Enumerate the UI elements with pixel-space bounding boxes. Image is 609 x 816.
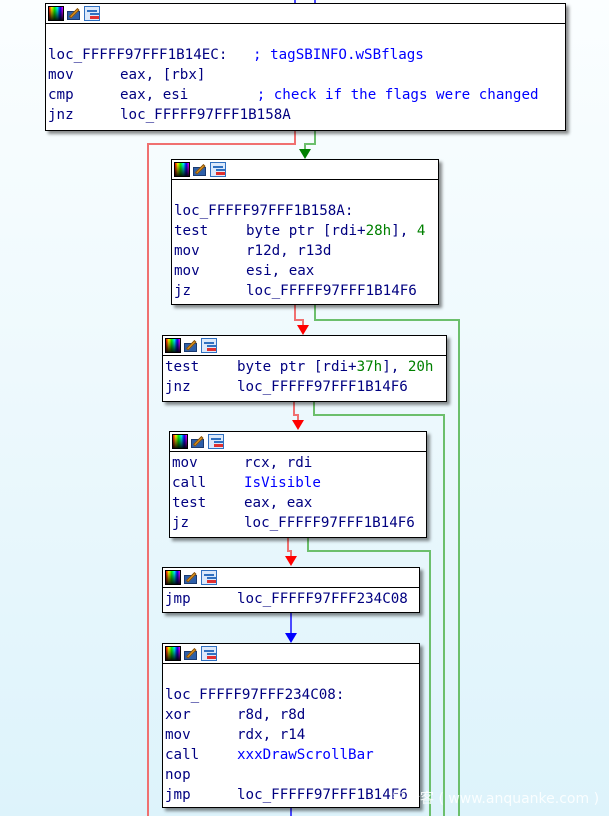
- instruction[interactable]: nop: [165, 767, 191, 783]
- block-header: [163, 644, 419, 664]
- edge-b3-true: [313, 402, 445, 816]
- edit-icon[interactable]: [192, 162, 208, 177]
- color-palette-icon[interactable]: [172, 434, 188, 449]
- edge-b3-false: [293, 402, 299, 424]
- edge-b2-true: [314, 304, 460, 816]
- edit-icon[interactable]: [183, 646, 199, 661]
- color-palette-icon[interactable]: [165, 646, 181, 661]
- watermark: 安全客 ( www.anquanke.com ): [392, 791, 600, 807]
- graph-icon[interactable]: [201, 570, 217, 585]
- graph-icon[interactable]: [84, 6, 100, 21]
- edit-icon[interactable]: [66, 6, 82, 21]
- edge-b1-true: [304, 130, 316, 152]
- edit-icon[interactable]: [190, 434, 206, 449]
- arrow-b5-b6: [285, 633, 297, 643]
- arrow-b2-b3: [297, 325, 309, 335]
- block-header: [163, 336, 446, 356]
- color-palette-icon[interactable]: [165, 570, 181, 585]
- edit-icon[interactable]: [183, 570, 199, 585]
- block-label[interactable]: loc_FFFFF97FFF1B158A:: [174, 203, 354, 219]
- arrow-b4-b5: [285, 556, 297, 566]
- comment: ; check if the flags were changed: [256, 87, 539, 103]
- graph-icon[interactable]: [201, 646, 217, 661]
- arrow-b1-b2: [299, 149, 311, 159]
- edge-b1-false: [147, 130, 296, 816]
- block-header: [46, 4, 565, 24]
- color-palette-icon[interactable]: [165, 338, 181, 353]
- arrow-b3-b4: [292, 420, 304, 430]
- block-header: [172, 160, 438, 180]
- function-reference[interactable]: xxxDrawScrollBar: [237, 747, 374, 763]
- graph-icon[interactable]: [210, 162, 226, 177]
- block-label[interactable]: loc_FFFFF97FFF234C08:: [165, 687, 345, 703]
- comment: ; tagSBINFO.wSBflags: [253, 47, 424, 63]
- block-header: [163, 568, 419, 588]
- edge-b4-true: [307, 538, 431, 816]
- block-label[interactable]: loc_FFFFF97FFF1B14EC: ; tagSBINFO.wSBfla…: [48, 47, 424, 63]
- code-block-1[interactable]: loc_FFFFF97FFF1B14EC: ; tagSBINFO.wSBfla…: [45, 3, 566, 131]
- color-palette-icon[interactable]: [48, 6, 64, 21]
- graph-icon[interactable]: [201, 338, 217, 353]
- color-palette-icon[interactable]: [174, 162, 190, 177]
- edit-icon[interactable]: [183, 338, 199, 353]
- function-reference[interactable]: IsVisible: [244, 475, 321, 491]
- edge-b4-false: [287, 538, 292, 560]
- block-header: [170, 432, 426, 452]
- graph-icon[interactable]: [208, 434, 224, 449]
